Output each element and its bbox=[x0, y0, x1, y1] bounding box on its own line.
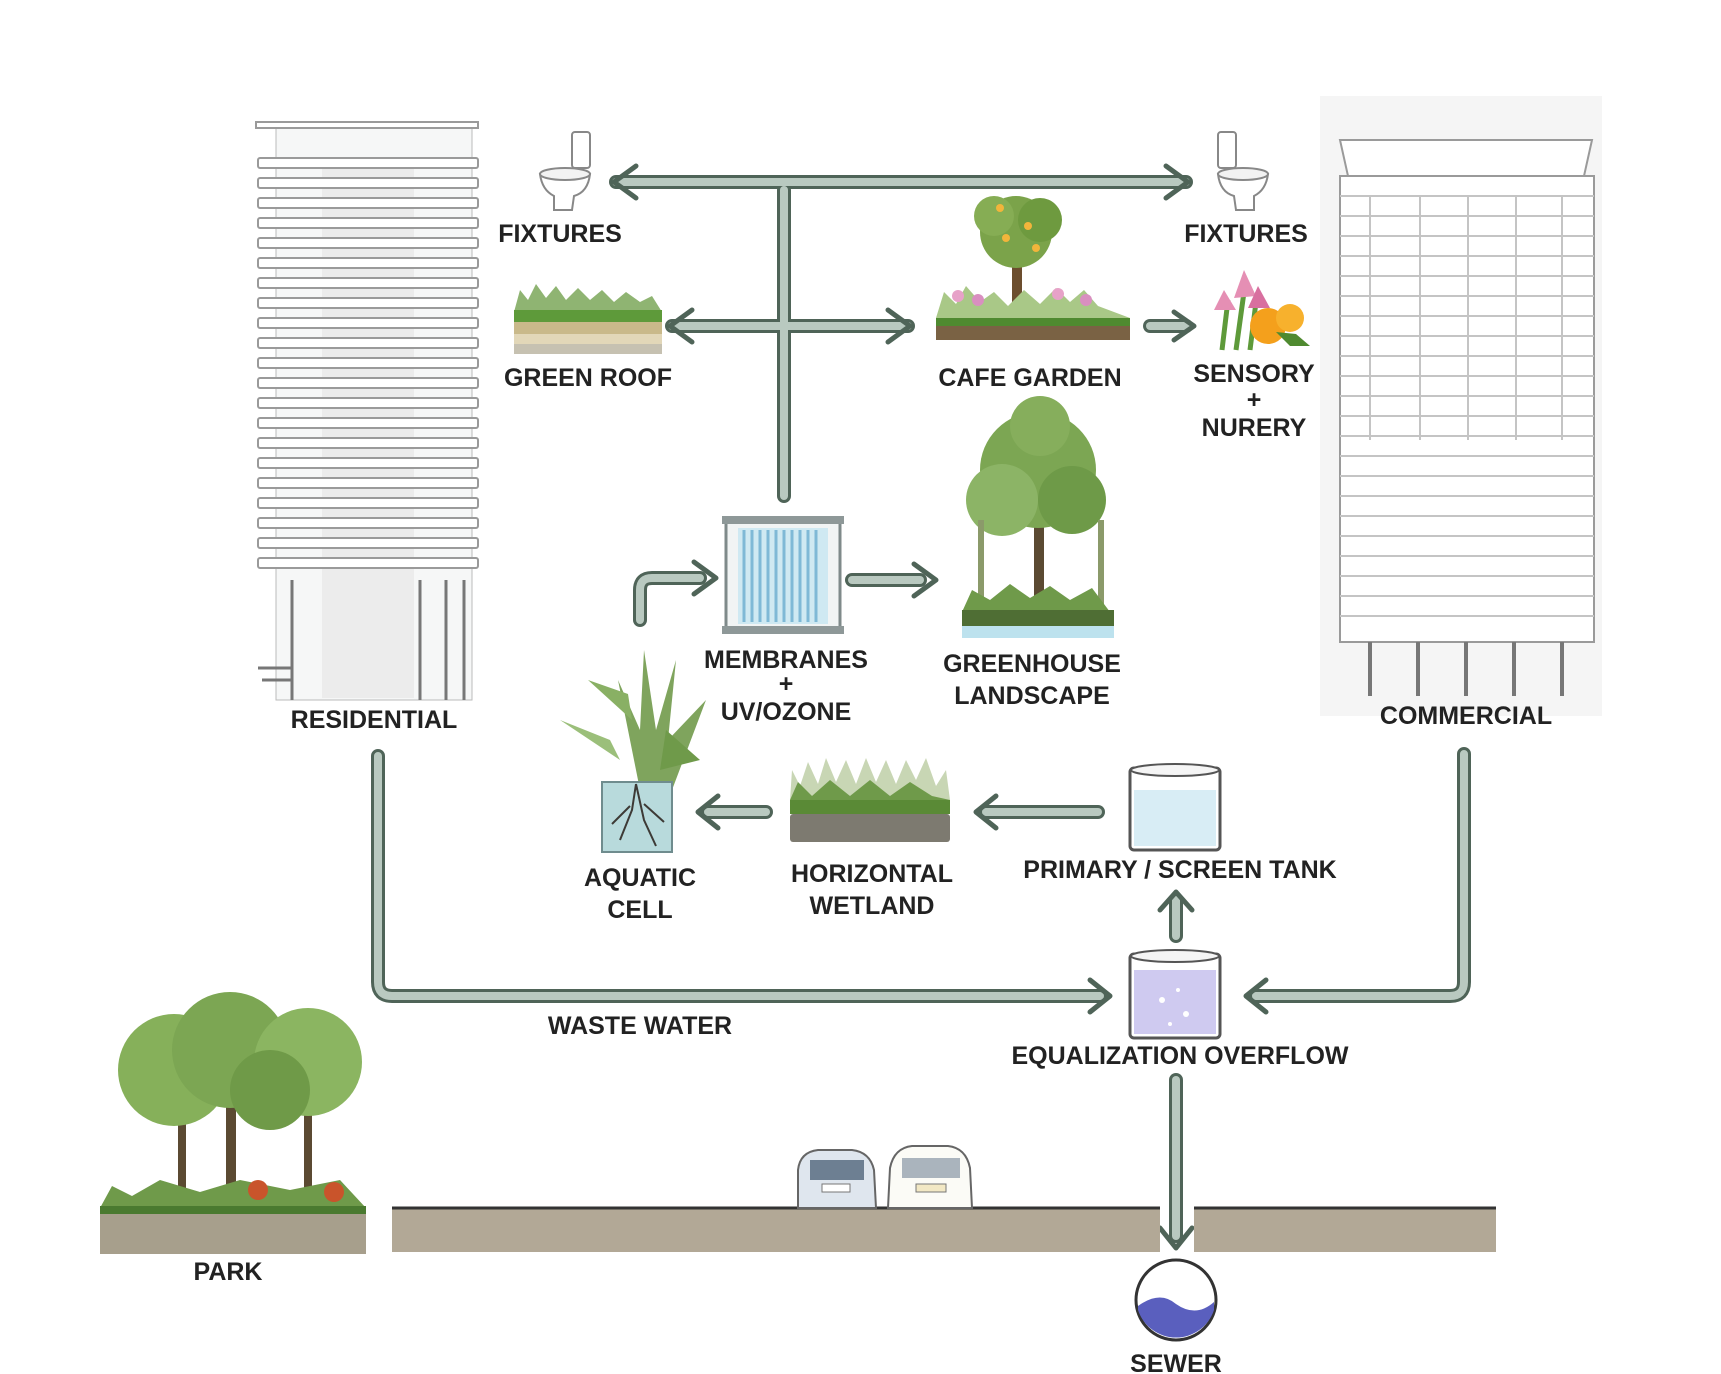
arrow-cafe-sensory bbox=[1143, 309, 1197, 343]
greenhouse-label-line1: GREENHOUSE bbox=[943, 650, 1121, 678]
car-icon bbox=[886, 1145, 974, 1209]
sensory-flowers-icon bbox=[1214, 270, 1310, 351]
labels: RESIDENTIAL COMMERCIAL FIXTURES FIXTURES… bbox=[194, 220, 1553, 1374]
sensory-label-line2: + bbox=[1247, 386, 1262, 414]
car-icon bbox=[797, 1149, 878, 1209]
wetland-icon bbox=[790, 758, 950, 842]
primary-tank-icon bbox=[1128, 763, 1222, 852]
membranes-label-line2: + bbox=[779, 670, 794, 698]
arrow-equalization-primary bbox=[1157, 889, 1195, 943]
commercial-label: COMMERCIAL bbox=[1380, 702, 1552, 730]
aquatic-label-line2: CELL bbox=[607, 896, 672, 924]
arrow-membrane-greenhouse bbox=[845, 561, 939, 599]
fixtures-left-label: FIXTURES bbox=[498, 220, 622, 248]
membranes-label-line3: UV/OZONE bbox=[721, 698, 852, 726]
primary-tank-label: PRIMARY / SCREEN TANK bbox=[1023, 856, 1336, 884]
arrow-wetland-aquatic bbox=[695, 793, 773, 831]
sewer-icon bbox=[1134, 1258, 1218, 1342]
toilet-icon bbox=[538, 131, 592, 211]
cafe-garden-icon bbox=[936, 196, 1130, 340]
park-label: PARK bbox=[194, 1258, 263, 1286]
distribution-trunk bbox=[609, 175, 1193, 503]
equalization-tank-icon bbox=[1128, 949, 1222, 1040]
green-roof-label: GREEN ROOF bbox=[504, 364, 672, 392]
membranes-label-line1: MEMBRANES bbox=[704, 646, 868, 674]
arrow-aquatic-membrane bbox=[633, 559, 719, 627]
ground bbox=[392, 1206, 1496, 1252]
wetland-label-line1: HORIZONTAL bbox=[791, 860, 953, 888]
aquatic-label-line1: AQUATIC bbox=[584, 864, 696, 892]
residential-tower-icon bbox=[255, 121, 479, 701]
equalization-label: EQUALIZATION OVERFLOW bbox=[1011, 1042, 1348, 1070]
waste-water-label: WASTE WATER bbox=[548, 1012, 732, 1040]
cafe-garden-label: CAFE GARDEN bbox=[938, 364, 1121, 392]
arrow-overflow-sewer bbox=[1157, 1073, 1195, 1251]
pipes bbox=[371, 163, 1471, 1251]
arrow-waste-water-commercial bbox=[1243, 747, 1471, 1015]
aquatic-cell-icon bbox=[560, 650, 706, 853]
membrane-icon bbox=[722, 516, 844, 634]
arrow-primary-wetland bbox=[973, 793, 1105, 831]
residential-label: RESIDENTIAL bbox=[291, 706, 458, 734]
fixtures-right-label: FIXTURES bbox=[1184, 220, 1308, 248]
sensory-label-line1: SENSORY bbox=[1193, 360, 1315, 388]
arrowheads-top bbox=[611, 163, 1191, 345]
green-roof-icon bbox=[514, 284, 662, 354]
sensory-label-line3: NURERY bbox=[1202, 414, 1307, 442]
commercial-tower-icon bbox=[1320, 96, 1602, 716]
toilet-icon bbox=[1216, 131, 1270, 211]
sewer-label: SEWER bbox=[1130, 1350, 1222, 1374]
arrow-waste-water-residential bbox=[371, 749, 1113, 1015]
wetland-label-line2: WETLAND bbox=[810, 892, 935, 920]
greenhouse-icon bbox=[962, 396, 1114, 638]
greenhouse-label-line2: LANDSCAPE bbox=[954, 682, 1110, 710]
park-trees-icon bbox=[100, 992, 366, 1254]
